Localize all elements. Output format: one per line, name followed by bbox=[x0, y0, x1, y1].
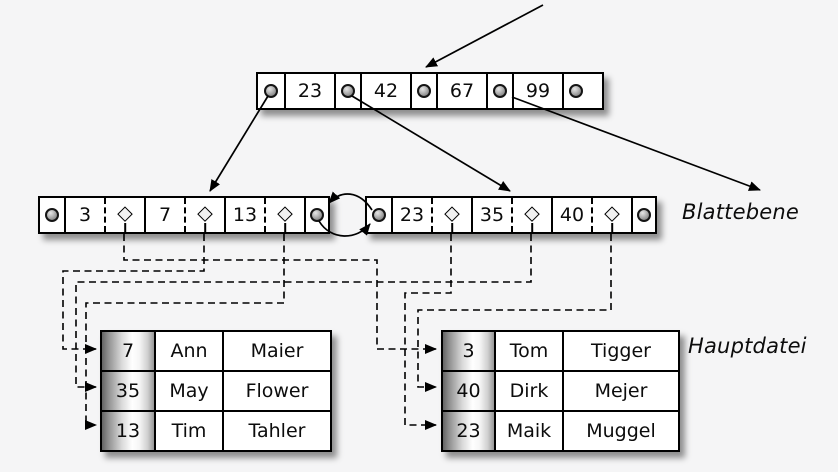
record-pointer-diamond-icon bbox=[277, 206, 293, 222]
leaf-key-cell: 23 bbox=[391, 198, 431, 232]
record-key-cell: 13 bbox=[102, 412, 154, 450]
leaf-key: 13 bbox=[232, 204, 258, 226]
root-pointer-cell bbox=[334, 74, 360, 108]
leaf-record-pointer-cell bbox=[511, 198, 551, 232]
record-pointer-diamond-icon bbox=[117, 206, 133, 222]
leaf-pointer-cell bbox=[304, 198, 328, 232]
root-key-cell: 67 bbox=[436, 74, 486, 108]
record-firstname-cell: Dirk bbox=[494, 372, 562, 410]
leaf-key-cell: 7 bbox=[144, 198, 184, 232]
root-key-cell: 23 bbox=[284, 74, 334, 108]
leaf-record-pointer-cell bbox=[431, 198, 471, 232]
arrow-root-to-right-leaf bbox=[351, 95, 511, 192]
pointer-dot-icon bbox=[417, 84, 431, 98]
record-lastname-cell: Maier bbox=[222, 332, 330, 370]
record-lastname-cell: Muggel bbox=[562, 412, 678, 450]
record-lastname-cell: Tigger bbox=[562, 332, 678, 370]
root-key: 67 bbox=[449, 80, 475, 102]
record-pointer-diamond-icon bbox=[524, 206, 540, 222]
record-key-cell: 23 bbox=[443, 412, 494, 450]
leaf-pointer-cell bbox=[367, 198, 391, 232]
root-key-cell: 42 bbox=[360, 74, 410, 108]
record-lastname-cell: Flower bbox=[222, 372, 330, 410]
leaf-record-pointer-cell bbox=[591, 198, 631, 232]
root-pointer-cell bbox=[486, 74, 512, 108]
record-firstname-cell: Tim bbox=[154, 412, 222, 450]
record-key-cell: 7 bbox=[102, 332, 154, 370]
leaf-key: 35 bbox=[479, 204, 505, 226]
pointer-dot-icon bbox=[341, 84, 355, 98]
record-pointer-diamond-icon bbox=[604, 206, 620, 222]
record-pointer-diamond-icon bbox=[197, 206, 213, 222]
main-file-label: Hauptdatei bbox=[688, 334, 807, 358]
diamond-stem bbox=[284, 223, 286, 232]
record-key-cell: 35 bbox=[102, 372, 154, 410]
record-lastname-cell: Tahler bbox=[222, 412, 330, 450]
record-key-cell: 3 bbox=[443, 332, 494, 370]
incoming-arrow-to-root bbox=[425, 4, 544, 68]
main-file-table-right: 3 Tom Tigger 40 Dirk Mejer 23 Maik Mugge… bbox=[441, 330, 680, 452]
record-lastname-cell: Mejer bbox=[562, 372, 678, 410]
pointer-dot-icon bbox=[264, 84, 278, 98]
root-pointer-cell bbox=[258, 74, 284, 108]
leaf-key-cell: 35 bbox=[471, 198, 511, 232]
leaf-record-pointer-cell bbox=[184, 198, 224, 232]
root-key: 23 bbox=[297, 80, 323, 102]
table-row: 40 Dirk Mejer bbox=[443, 370, 678, 410]
record-key-cell: 40 bbox=[443, 372, 494, 410]
leaf-node-left: 3 7 13 bbox=[38, 196, 330, 234]
leaf-node-right: 23 35 40 bbox=[365, 196, 657, 234]
leaf-record-pointer-cell bbox=[264, 198, 304, 232]
leaf-record-pointer-cell bbox=[104, 198, 144, 232]
pointer-dot-icon bbox=[493, 84, 507, 98]
diamond-stem bbox=[531, 223, 533, 232]
diamond-stem bbox=[611, 223, 613, 232]
diamond-stem bbox=[451, 223, 453, 232]
table-row: 13 Tim Tahler bbox=[102, 410, 330, 450]
record-firstname-cell: May bbox=[154, 372, 222, 410]
pointer-dot-icon bbox=[637, 208, 651, 222]
root-key: 99 bbox=[525, 80, 551, 102]
record-firstname-cell: Maik bbox=[494, 412, 562, 450]
leaf-key-cell: 3 bbox=[64, 198, 104, 232]
table-row: 7 Ann Maier bbox=[102, 332, 330, 370]
leaf-key: 23 bbox=[399, 204, 425, 226]
table-row: 35 May Flower bbox=[102, 370, 330, 410]
record-firstname-cell: Tom bbox=[494, 332, 562, 370]
leaf-pointer-cell bbox=[631, 198, 655, 232]
arrow-root-to-next-leaf-offscreen bbox=[511, 96, 761, 191]
pointer-dot-icon bbox=[372, 208, 386, 222]
root-key: 42 bbox=[373, 80, 399, 102]
pointer-dot-icon bbox=[569, 84, 583, 98]
diamond-stem bbox=[124, 223, 126, 232]
leaf-key: 40 bbox=[559, 204, 585, 226]
root-node: 23 42 67 99 bbox=[256, 72, 604, 110]
main-file-table-left: 7 Ann Maier 35 May Flower 13 Tim Tahler bbox=[100, 330, 332, 452]
pointer-dot-icon bbox=[310, 208, 324, 222]
leaf-key: 3 bbox=[78, 204, 92, 226]
leaf-key-cell: 40 bbox=[551, 198, 591, 232]
table-row: 23 Maik Muggel bbox=[443, 410, 678, 450]
leaf-key: 7 bbox=[158, 204, 172, 226]
leaf-pointer-cell bbox=[40, 198, 64, 232]
root-pointer-cell bbox=[562, 74, 588, 108]
record-firstname-cell: Ann bbox=[154, 332, 222, 370]
leaf-key-cell: 13 bbox=[224, 198, 264, 232]
root-pointer-cell bbox=[410, 74, 436, 108]
arrow-root-to-left-leaf bbox=[209, 95, 269, 192]
record-pointer-diamond-icon bbox=[444, 206, 460, 222]
pointer-dot-icon bbox=[45, 208, 59, 222]
diamond-stem bbox=[204, 223, 206, 232]
leaf-level-label: Blattebene bbox=[682, 200, 799, 224]
table-row: 3 Tom Tigger bbox=[443, 332, 678, 370]
root-key-cell: 99 bbox=[512, 74, 562, 108]
